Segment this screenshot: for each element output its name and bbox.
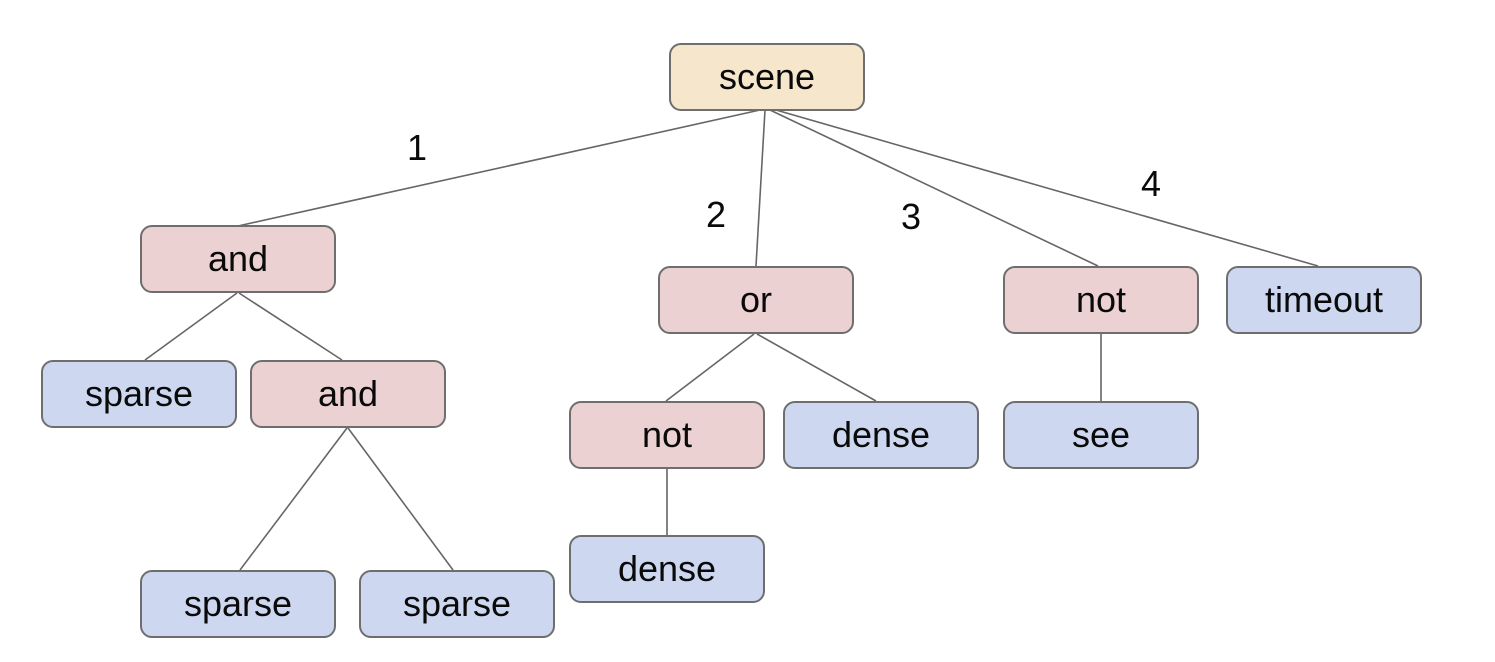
node-see-1: see (1003, 401, 1199, 469)
node-scene: scene (669, 43, 865, 111)
edge-or-1-not-2 (665, 333, 755, 402)
edge-or-1-dense-1 (756, 333, 877, 402)
node-and-1: and (140, 225, 336, 293)
edge-label-2: 2 (705, 194, 727, 235)
node-not-2: not (569, 401, 765, 469)
edge-label-3: 3 (900, 196, 922, 237)
node-dense-2: dense (569, 535, 765, 603)
edge-and-2-sparse-3 (347, 427, 454, 571)
node-dense-1: dense (783, 401, 979, 469)
edge-scene-and-1 (237, 109, 761, 227)
node-sparse-3: sparse (359, 570, 555, 638)
node-sparse-2: sparse (140, 570, 336, 638)
node-timeout-1: timeout (1226, 266, 1422, 334)
edge-label-1: 1 (406, 127, 428, 168)
edge-scene-timeout-1 (775, 109, 1319, 267)
node-not-1: not (1003, 266, 1199, 334)
edge-and-1-sparse-1 (144, 292, 238, 361)
edge-and-1-and-2 (238, 292, 343, 361)
node-and-2: and (250, 360, 446, 428)
node-or-1: or (658, 266, 854, 334)
edge-label-4: 4 (1140, 163, 1162, 204)
node-sparse-1: sparse (41, 360, 237, 428)
edge-and-2-sparse-2 (239, 427, 348, 571)
edge-scene-not-1 (769, 109, 1099, 267)
edge-scene-or-1 (755, 109, 766, 267)
